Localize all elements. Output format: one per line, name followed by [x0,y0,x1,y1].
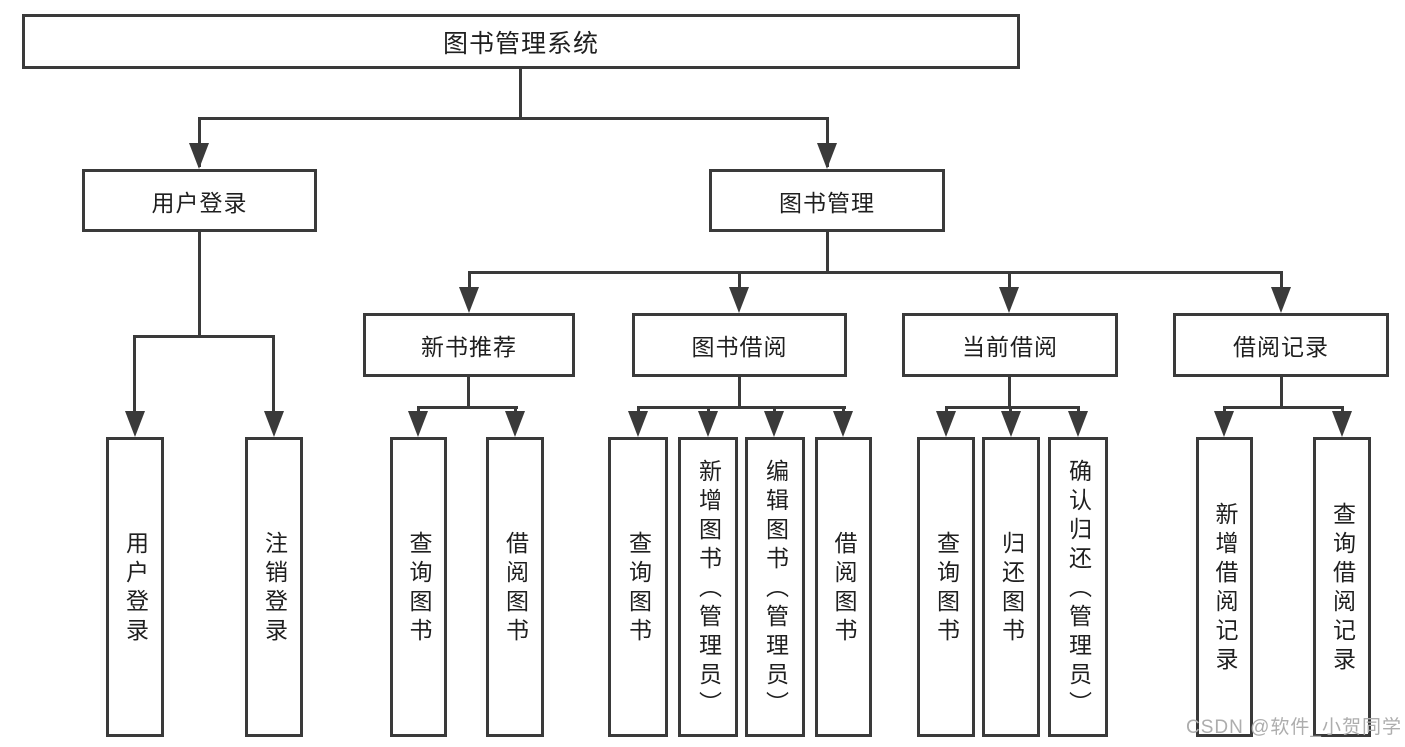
leaf-query-books-recommend: 查询图书 [390,437,447,737]
connector-line [468,271,1283,274]
leaf-logout-login: 注销登录 [245,437,303,737]
node-book-management: 图书管理 [709,169,945,232]
connector-line [1008,377,1011,409]
arrow-down-icon [264,411,284,437]
csdn-watermark: CSDN @软件_小贺同学 [1186,717,1402,738]
connector-line [945,406,1080,409]
arrow-down-icon [999,287,1019,313]
connector-line [198,232,201,337]
arrow-down-icon [817,143,837,169]
connector-line [738,271,741,293]
leaf-borrow-books: 借阅图书 [815,437,872,737]
connector-line [1008,271,1011,293]
arrow-down-icon [698,411,718,437]
leaf-user-login: 用户登录 [106,437,164,737]
leaf-borrow-books-recommend: 借阅图书 [486,437,544,737]
arrow-down-icon [189,143,209,169]
node-user-login: 用户登录 [82,169,317,232]
arrow-down-icon [1332,411,1352,437]
connector-line [1280,271,1283,293]
connector-line [133,335,275,338]
connector-line [1280,377,1283,409]
arrow-down-icon [833,411,853,437]
leaf-confirm-return-admin: 确认归还（管理员） [1048,437,1108,737]
leaf-query-books-borrowing: 查询图书 [608,437,668,737]
connector-line [826,117,829,167]
connector-line [519,69,522,119]
arrow-down-icon [1271,287,1291,313]
arrow-down-icon [505,411,525,437]
connector-line [198,117,829,120]
node-library-management-system: 图书管理系统 [22,14,1020,69]
leaf-edit-books-admin: 编辑图书（管理员） [745,437,805,737]
arrow-down-icon [764,411,784,437]
arrow-down-icon [408,411,428,437]
leaf-return-books: 归还图书 [982,437,1040,737]
connector-line [1223,406,1344,409]
arrow-down-icon [459,287,479,313]
arrow-down-icon [125,411,145,437]
connector-line [467,377,470,409]
arrow-down-icon [936,411,956,437]
arrow-down-icon [1001,411,1021,437]
connector-line [468,271,471,293]
connector-line [826,232,829,273]
arrow-down-icon [628,411,648,437]
connector-line [198,117,201,167]
node-current-borrowing: 当前借阅 [902,313,1118,377]
arrow-down-icon [1068,411,1088,437]
arrow-down-icon [729,287,749,313]
connector-line [738,377,741,409]
node-new-book-recommend: 新书推荐 [363,313,575,377]
connector-line [637,406,846,409]
leaf-query-borrow-record: 查询借阅记录 [1313,437,1371,737]
node-borrow-records: 借阅记录 [1173,313,1389,377]
arrow-down-icon [1214,411,1234,437]
node-book-borrowing: 图书借阅 [632,313,847,377]
connector-line [272,335,275,415]
connector-line [133,335,136,415]
connector-line [417,406,518,409]
leaf-query-books-current: 查询图书 [917,437,975,737]
leaf-add-books-admin: 新增图书（管理员） [678,437,738,737]
leaf-add-borrow-record: 新增借阅记录 [1196,437,1253,737]
